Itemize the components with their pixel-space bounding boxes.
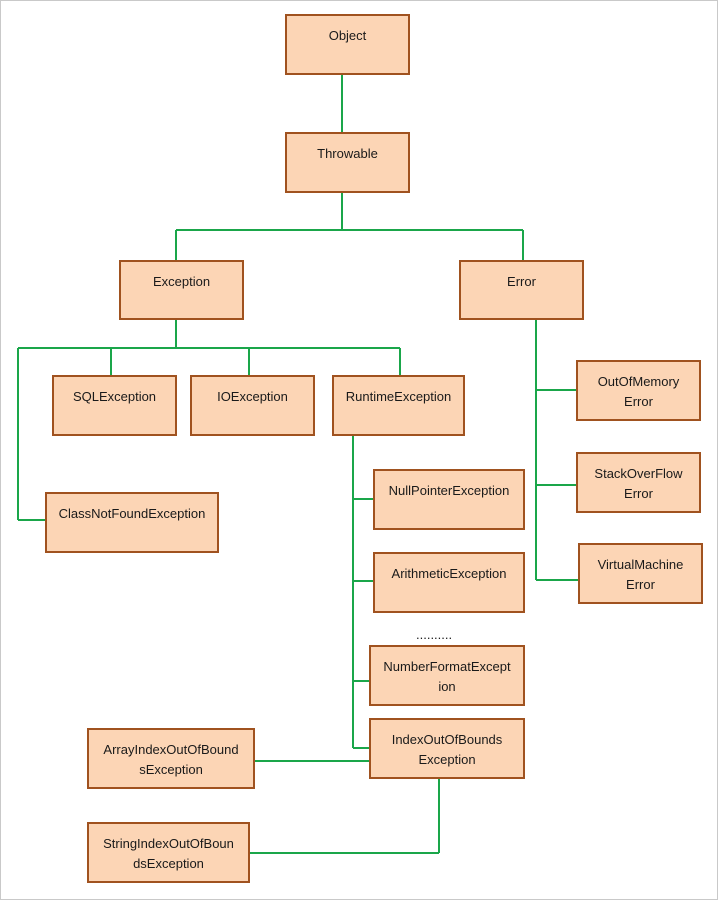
node-virtualmachineerror-label-1: VirtualMachine — [597, 557, 684, 572]
node-nullpointerexception: NullPointerException — [373, 469, 525, 530]
node-virtualmachineerror: VirtualMachine Error — [578, 543, 703, 604]
node-exception-label: Exception — [152, 274, 211, 289]
node-arrayindexoutofboundsexception-label-1: ArrayIndexOutOfBound — [103, 742, 239, 757]
node-arrayindexoutofboundsexception-label-2: sException — [139, 762, 203, 777]
node-outofmemoryerror-label-1: OutOfMemory — [597, 374, 680, 389]
more-exceptions-ellipsis: .......... — [416, 627, 453, 642]
node-stringindexoutofboundsexception-label-1: StringIndexOutOfBoun — [103, 836, 234, 851]
node-classnotfoundexception: ClassNotFoundException — [45, 492, 219, 553]
node-numberformatexception: NumberFormatExcept ion — [369, 645, 525, 706]
node-stackoverflowerror-label-1: StackOverFlow — [594, 466, 683, 481]
node-runtimeexception-label: RuntimeException — [345, 389, 452, 404]
node-throwable-label: Throwable — [317, 146, 378, 161]
node-stringindexoutofboundsexception-label-2: dsException — [133, 856, 204, 871]
node-numberformatexception-label-2: ion — [438, 679, 456, 694]
node-error-label: Error — [507, 274, 536, 289]
node-indexoutofboundsexception-label-2: Exception — [418, 752, 476, 767]
node-nullpointerexception-label: NullPointerException — [388, 483, 510, 498]
node-object-label: Object — [328, 28, 367, 43]
node-throwable: Throwable — [285, 132, 410, 193]
node-arrayindexoutofboundsexception: ArrayIndexOutOfBound sException — [87, 728, 255, 789]
node-ioexception-label: IOException — [217, 389, 288, 404]
node-classnotfoundexception-label: ClassNotFoundException — [58, 506, 206, 521]
node-outofmemoryerror: OutOfMemory Error — [576, 360, 701, 421]
node-object: Object — [285, 14, 410, 75]
node-virtualmachineerror-label-2: Error — [626, 577, 655, 592]
node-numberformatexception-label-1: NumberFormatExcept — [383, 659, 511, 674]
node-arithmeticexception: ArithmeticException — [373, 552, 525, 613]
node-exception: Exception — [119, 260, 244, 320]
node-stackoverflowerror: StackOverFlow Error — [576, 452, 701, 513]
node-error: Error — [459, 260, 584, 320]
node-indexoutofboundsexception: IndexOutOfBounds Exception — [369, 718, 525, 779]
node-sqlexception-label: SQLException — [72, 389, 157, 404]
node-indexoutofboundsexception-label-1: IndexOutOfBounds — [391, 732, 503, 747]
node-runtimeexception: RuntimeException — [332, 375, 465, 436]
node-sqlexception: SQLException — [52, 375, 177, 436]
node-ioexception: IOException — [190, 375, 315, 436]
node-stackoverflowerror-label-2: Error — [624, 486, 653, 501]
node-outofmemoryerror-label-2: Error — [624, 394, 653, 409]
node-arithmeticexception-label: ArithmeticException — [391, 566, 507, 581]
node-stringindexoutofboundsexception: StringIndexOutOfBoun dsException — [87, 822, 250, 883]
